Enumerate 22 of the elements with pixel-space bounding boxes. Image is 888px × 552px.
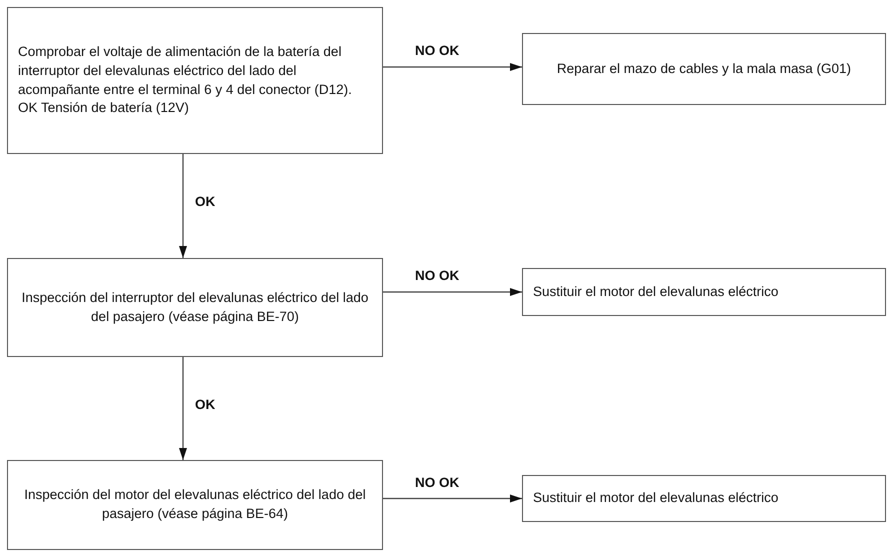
edge-label: NO OK [413, 474, 462, 490]
edge-label: NO OK [413, 43, 462, 58]
box-text: Comprobar el voltaje de alimentación de la batería del interruptor del elevalunas eléctrico del lado del acompañante entre el terminal 6 y 4 del conector (D12). OK Tensión de batería (12V) [18, 42, 353, 118]
process-box [7, 258, 383, 357]
edge-label: OK [193, 396, 218, 412]
arrow [179, 154, 187, 258]
box-text: Inspección del interruptor del elevalunas eléctrico del lado del pasajero (véase página BE-70) [20, 288, 370, 326]
box-text: Sustituir el motor del elevalunas eléctrico [533, 282, 778, 301]
arrow [383, 494, 522, 502]
process-box [7, 460, 383, 550]
box-text: Reparar el mazo de cables y la mala masa (G01) [556, 60, 852, 78]
process-box [522, 33, 886, 105]
arrow [383, 288, 522, 296]
arrow [179, 357, 187, 460]
process-box [522, 475, 886, 522]
process-box [7, 7, 383, 154]
edge-label: NO OK [413, 268, 462, 283]
box-text: Sustituir el motor del elevalunas eléctrico [533, 489, 778, 508]
process-box [522, 268, 886, 316]
arrow [383, 63, 522, 71]
box-text: Inspección del motor del elevalunas eléctrico del lado del pasajero (véase página BE-64) [23, 486, 367, 523]
edge-label: OK [193, 194, 218, 209]
